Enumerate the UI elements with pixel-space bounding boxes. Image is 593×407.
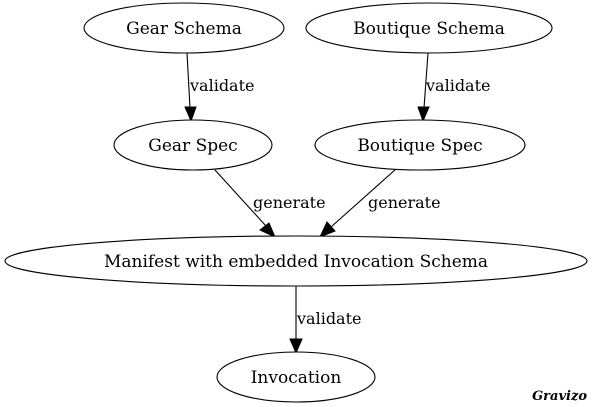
node-invocation: Invocation — [216, 351, 376, 403]
node-manifest: Manifest with embedded Invocation Schema — [4, 235, 588, 287]
node-boutique-schema: Boutique Schema — [305, 2, 553, 54]
edge-label-validate-gear: validate — [189, 76, 255, 95]
edge-boutique-spec-to-manifest: generate — [319, 168, 441, 238]
node-gear-schema: Gear Schema — [83, 2, 285, 54]
node-label-manifest: Manifest with embedded Invocation Schema — [104, 252, 488, 272]
node-gear-spec: Gear Spec — [113, 119, 273, 171]
gravizo-watermark: Gravizo — [532, 389, 587, 404]
node-label-boutique-schema: Boutique Schema — [353, 19, 505, 39]
edge-label-generate-boutique: generate — [368, 193, 441, 212]
edge-manifest-to-invocation: validate — [289, 286, 362, 355]
edge-label-generate-gear: generate — [253, 193, 326, 212]
edge-gear-spec-to-manifest: generate — [214, 169, 326, 239]
edge-label-validate-boutique: validate — [425, 76, 491, 95]
node-boutique-spec: Boutique Spec — [314, 119, 526, 171]
edge-gear-schema-to-gear-spec: validate — [184, 52, 255, 123]
edge-label-validate-invocation: validate — [296, 309, 362, 328]
node-label-gear-spec: Gear Spec — [148, 136, 237, 156]
node-label-gear-schema: Gear Schema — [126, 19, 242, 39]
node-label-invocation: Invocation — [251, 368, 342, 388]
node-label-boutique-spec: Boutique Spec — [357, 136, 482, 156]
edge-boutique-schema-to-boutique-spec: validate — [417, 52, 491, 123]
